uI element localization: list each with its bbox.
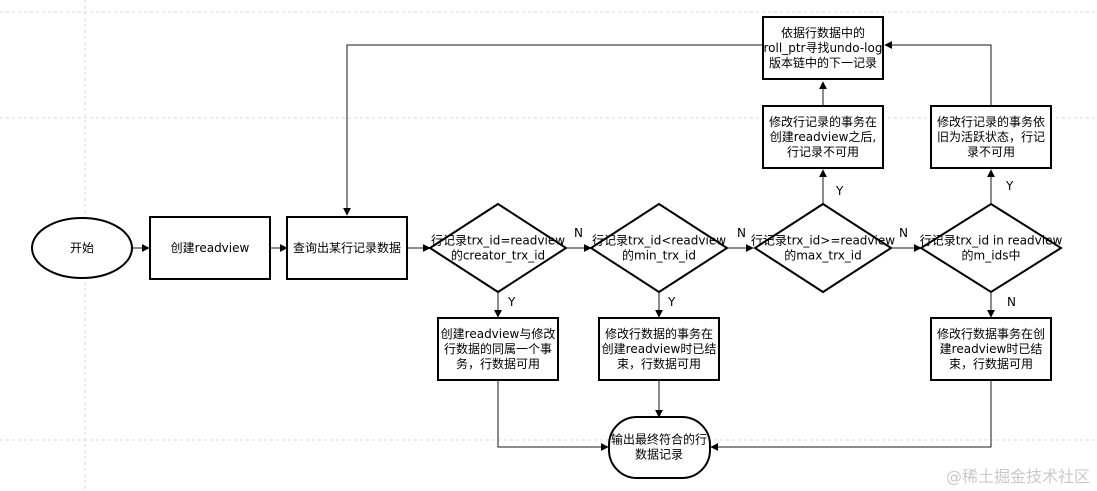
text-line: 的creator_trx_id — [451, 248, 545, 263]
label-d4-no: N — [1007, 295, 1016, 309]
label-d4-yes: Y — [1005, 179, 1014, 193]
watermark: @稀土掘金技术社区 — [946, 467, 1090, 486]
text-line: 输出最终符合的行 — [611, 432, 707, 447]
text-line: 建readview时已结 — [940, 342, 1043, 356]
unavailable-still-active: 修改行记录的事务依旧为活跃状态，行记录不可用 — [930, 105, 1052, 169]
text-line: 修改行记录的事务在 — [769, 114, 877, 129]
node-start: 开始 — [31, 217, 133, 279]
text-line: 创建readview时已结 — [602, 342, 717, 356]
output-text: 输出最终符合的行数据记录 — [611, 432, 707, 462]
text-line: 束，行数据可用 — [617, 356, 701, 371]
text-line: 修改行数据事务在创 — [937, 326, 1045, 341]
text-line: 束，行数据可用 — [949, 356, 1033, 371]
edge-u4-undo — [884, 41, 992, 106]
node-create-readview-text: 创建readview — [171, 241, 250, 255]
u4-text: 修改行记录的事务依旧为活跃状态，行记录不可用 — [937, 114, 1045, 159]
result-committed-before: 修改行数据的事务在创建readview时已结束，行数据可用 — [598, 317, 720, 381]
text-line: 版本链中的下一记录 — [769, 55, 877, 70]
result-same-transaction: 创建readview与修改行数据的同属一个事务，行数据可用 — [437, 317, 559, 381]
edge-undo-query — [343, 44, 762, 216]
text-line: 录不可用 — [967, 145, 1015, 159]
text-line: 创建readview之后, — [770, 130, 876, 144]
text-line: 的max_trx_id — [784, 248, 862, 263]
node-query-row: 查询出某行记录数据 — [286, 216, 408, 280]
text-line: 行记录不可用 — [787, 145, 859, 159]
node-query-row-text: 查询出某行记录数据 — [293, 240, 401, 255]
label-d1-yes: Y — [507, 295, 516, 309]
node-create-readview: 创建readview — [149, 216, 271, 280]
text-line: 修改行数据的事务在 — [605, 326, 713, 341]
label-d1-no: N — [574, 226, 583, 240]
text-line: 行记录trx_id=readview — [431, 234, 565, 248]
text-line: 修改行记录的事务依 — [937, 114, 1045, 129]
u3-text: 修改行记录的事务在创建readview之后,行记录不可用 — [769, 114, 877, 159]
unavailable-after-readview: 修改行记录的事务在创建readview之后,行记录不可用 — [762, 105, 884, 169]
text-line: 数据记录 — [635, 447, 683, 462]
label-d3-no: N — [899, 226, 908, 240]
edge-r1-output — [497, 381, 609, 451]
text-line: 行数据的同属一个事 — [444, 341, 552, 356]
text-line: 依据行数据中的 — [781, 25, 865, 40]
text-line: roll_ptr寻找undo-log — [764, 41, 883, 55]
text-line: 行记录trx_id<readview — [592, 234, 726, 248]
text-line: 创建readview与修改 — [441, 326, 556, 341]
text-line: 的min_trx_id — [622, 248, 696, 263]
r4-text: 修改行数据事务在创建readview时已结束，行数据可用 — [937, 326, 1045, 371]
label-d2-no: N — [737, 226, 746, 240]
edge-labels: N N N Y Y N Y Y — [507, 179, 1016, 309]
text-line: 行记录trx_id>=readview — [751, 234, 895, 248]
label-d2-yes: Y — [667, 295, 676, 309]
label-d3-yes: Y — [835, 184, 844, 198]
node-start-text: 开始 — [70, 241, 94, 255]
result-committed-not-in-mids: 修改行数据事务在创建readview时已结束，行数据可用 — [930, 317, 1052, 381]
edge-r4-output — [710, 381, 992, 451]
text-line: 务，行数据可用 — [456, 356, 540, 371]
text-line: 旧为活跃状态，行记 — [937, 130, 1045, 144]
r1-text: 创建readview与修改行数据的同属一个事务，行数据可用 — [441, 326, 556, 371]
node-output: 输出最终符合的行数据记录 — [608, 416, 711, 479]
r2-text: 修改行数据的事务在创建readview时已结束，行数据可用 — [602, 326, 717, 371]
text-line: 行记录trx_id in readview — [920, 234, 1063, 248]
text-line: 的m_ids中 — [962, 248, 1021, 263]
edges — [133, 41, 995, 451]
